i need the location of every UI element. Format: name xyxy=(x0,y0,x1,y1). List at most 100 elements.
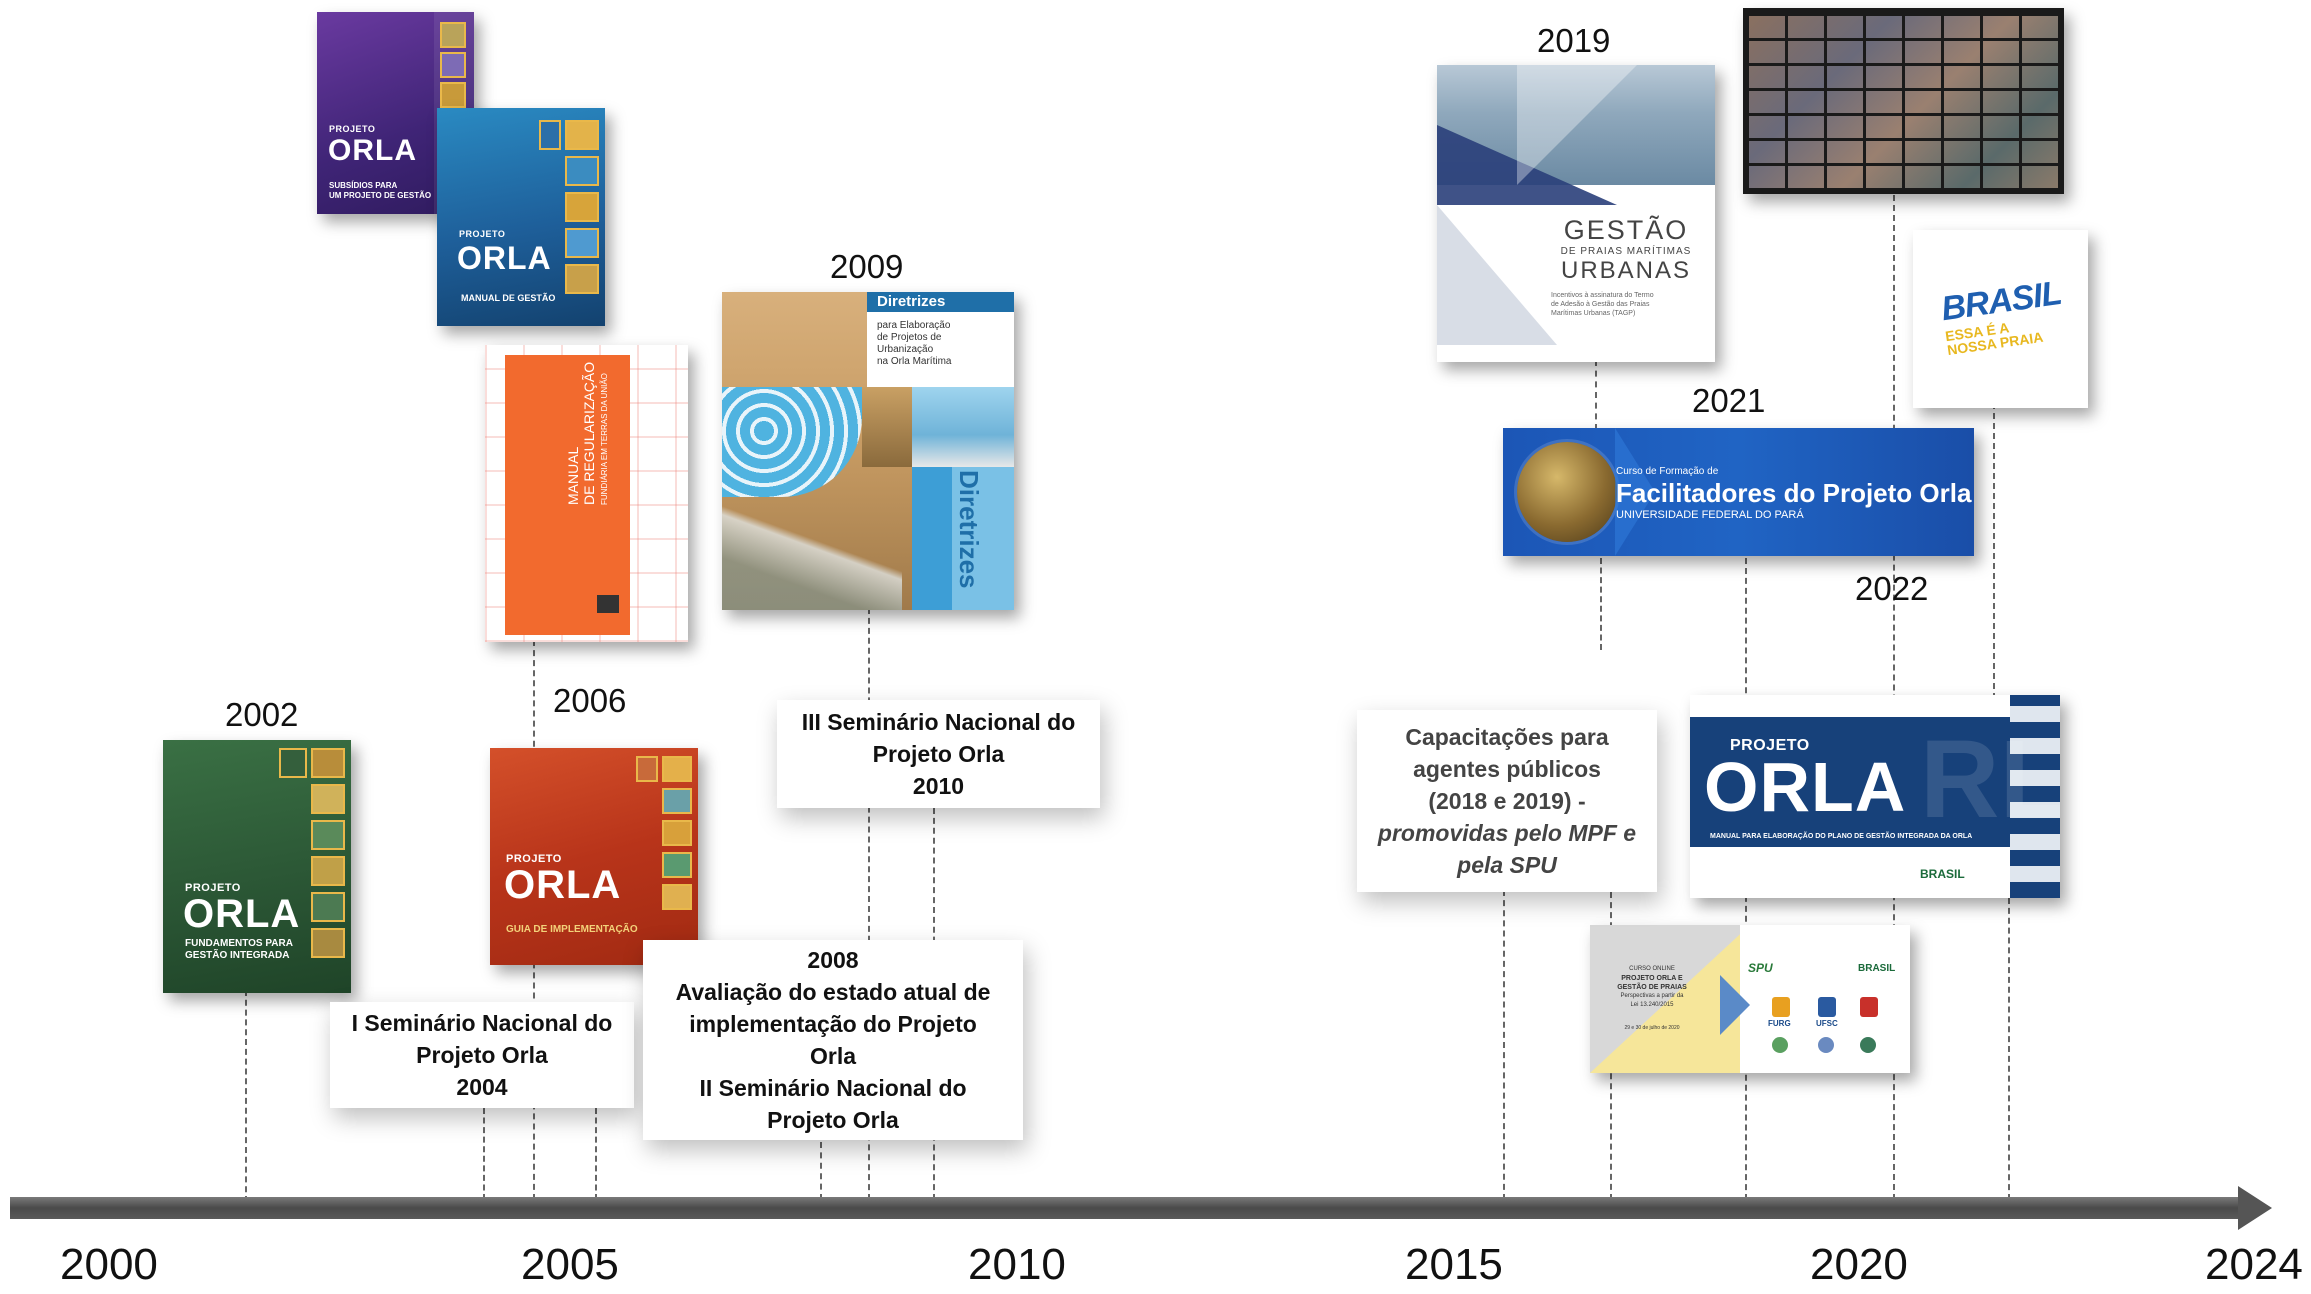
cover-diretrizes-sub3: Urbanização xyxy=(877,344,934,355)
event-2008-line3: implementação do Projeto xyxy=(689,1011,977,1037)
curso-online-flyer: CURSO ONLINE PROJETO ORLA E GESTÃO DE PR… xyxy=(1590,925,1910,1073)
facilitadores-small: Curso de Formação de xyxy=(1616,466,1719,477)
facilitadores-title: Facilitadores do Projeto Orla xyxy=(1616,478,1972,508)
capacitacoes-line1: Capacitações para xyxy=(1405,724,1609,750)
curso-ufsc: UFSC xyxy=(1816,1019,1838,1028)
event-2010-line3: 2010 xyxy=(912,773,965,799)
cover-subsidios-sub2: UM PROJETO DE GESTÃO xyxy=(329,191,432,200)
cover-gestao-note2: de Adesão à Gestão das Praias xyxy=(1551,301,1650,308)
cover-regularizacao-line3: FUNDIÁRIA EM TERRAS DA UNIÃO xyxy=(600,373,609,505)
event-2008-line6: Projeto Orla xyxy=(767,1107,899,1133)
event-2010-box: III Seminário Nacional do Projeto Orla 2… xyxy=(777,700,1100,808)
curso-furg: FURG xyxy=(1768,1019,1791,1028)
cover-regularizacao-title: MANUAL DE REGULARIZAÇÃO FUNDIÁRIA EM TER… xyxy=(565,362,613,505)
year-label-2006: 2006 xyxy=(553,682,627,719)
event-2008-line2: Avaliação do estado atual de xyxy=(675,979,991,1005)
connector-2009 xyxy=(868,608,870,1200)
axis-label-2000: 2000 xyxy=(60,1240,158,1289)
globe-icon xyxy=(1517,442,1617,542)
event-2008-line4: Orla xyxy=(809,1043,857,1069)
curso-line1: CURSO ONLINE xyxy=(1629,966,1675,972)
facilitadores-banner: Curso de Formação de Facilitadores do Pr… xyxy=(1503,428,1974,556)
event-2004-line2: Projeto Orla xyxy=(416,1042,548,1068)
event-2004-box: I Seminário Nacional do Projeto Orla 200… xyxy=(330,1002,634,1108)
connector-2019b xyxy=(1600,558,1602,650)
event-2010-line2: Projeto Orla xyxy=(872,741,1005,767)
timeline-arrow-head xyxy=(2238,1186,2272,1230)
video-conference-screenshot xyxy=(1743,8,2064,194)
year-label-2022: 2022 xyxy=(1855,570,1929,607)
cover-manual-title: ORLA xyxy=(457,240,552,276)
cover-regularizacao-line2: DE REGULARIZAÇÃO xyxy=(581,361,597,505)
event-2004-line1: I Seminário Nacional do xyxy=(351,1010,613,1036)
cover-fundamentos: PROJETO ORLA FUNDAMENTOS PARA GESTÃO INT… xyxy=(163,740,351,993)
event-2008-line5: II Seminário Nacional do xyxy=(699,1075,967,1101)
cover-subsidios-title: ORLA xyxy=(328,134,417,167)
cover-guia-small: PROJETO xyxy=(506,853,562,865)
timeline-axis xyxy=(10,1197,2246,1219)
cover-diretrizes-sub2: de Projetos de xyxy=(877,332,942,343)
connector-2006 xyxy=(595,1108,597,1200)
cover-regularizacao: MANUAL DE REGULARIZAÇÃO FUNDIÁRIA EM TER… xyxy=(485,345,688,642)
cover-orla-2022-sub: MANUAL PARA ELABORAÇÃO DO PLANO DE GESTÃ… xyxy=(1710,833,1973,840)
cover-diretrizes-vertical: Diretrizes xyxy=(954,470,984,589)
cover-guia: PROJETO ORLA GUIA DE IMPLEMENTAÇÃO xyxy=(490,748,698,965)
cover-diretrizes-sub1: para Elaboração xyxy=(877,320,951,331)
cover-fundamentos-sub2: GESTÃO INTEGRADA xyxy=(185,950,290,961)
year-label-2002: 2002 xyxy=(225,696,299,733)
capacitacoes-line3: (2018 e 2019) - xyxy=(1428,788,1586,814)
year-label-2019: 2019 xyxy=(1537,22,1611,59)
connector-2018 xyxy=(1503,890,1505,1200)
cover-subsidios-sub1: SUBSÍDIOS PARA xyxy=(329,181,398,190)
axis-label-2015: 2015 xyxy=(1405,1240,1503,1289)
curso-brasil: BRASIL xyxy=(1858,963,1896,974)
cover-gestao-line3: URBANAS xyxy=(1560,257,1692,284)
cover-gestao-line2: DE PRAIAS MARÍTIMAS xyxy=(1560,246,1692,257)
brasil-praia-logo: BRASIL ESSA É A NOSSA PRAIA xyxy=(1913,230,2088,408)
curso-line2: PROJETO ORLA E xyxy=(1621,975,1683,982)
cover-regularizacao-line1: MANUAL xyxy=(565,446,581,505)
curso-date: 29 e 30 de julho de 2020 xyxy=(1624,1025,1680,1031)
cover-orla-2022-title: ORLA xyxy=(1704,748,1907,826)
cover-diretrizes: Diretrizes para Elaboração de Projetos d… xyxy=(722,292,1014,610)
capacitacoes-line2: agentes públicos xyxy=(1413,756,1601,782)
connector-2008 xyxy=(820,1142,822,1200)
cover-subsidios-small: PROJETO xyxy=(329,124,376,134)
capacitacoes-line5: pela SPU xyxy=(1457,852,1557,878)
curso-line3: GESTÃO DE PRAIAS xyxy=(1617,984,1687,991)
cover-gestao-note3: Marítimas Urbanas (TAGP) xyxy=(1551,310,1636,317)
facilitadores-sub: UNIVERSIDADE FEDERAL DO PARÁ xyxy=(1616,509,1804,521)
capacitacoes-line4: promovidas pelo MPF e xyxy=(1377,820,1637,846)
cover-orla-2022-small: PROJETO xyxy=(1730,737,1810,754)
curso-line5: Lei 13.240/2015 xyxy=(1630,1002,1674,1008)
cover-gestao-line1: GESTÃO xyxy=(1563,215,1689,245)
connector-2022b xyxy=(2008,898,2010,1200)
cover-guia-title: ORLA xyxy=(504,863,622,907)
curso-spu: SPU xyxy=(1748,961,1773,975)
connector-2002 xyxy=(245,990,247,1202)
cover-gestao-note1: Incentivos à assinatura do Termo xyxy=(1551,292,1654,299)
cover-gestao-praias: GESTÃO DE PRAIAS MARÍTIMAS URBANAS Incen… xyxy=(1437,65,1715,362)
event-2008-box: 2008 Avaliação do estado atual de implem… xyxy=(643,940,1023,1140)
cover-guia-sub: GUIA DE IMPLEMENTAÇÃO xyxy=(506,924,638,935)
connector-2004 xyxy=(483,1108,485,1200)
cover-manual-sub: MANUAL DE GESTÃO xyxy=(461,293,556,303)
axis-label-2020: 2020 xyxy=(1810,1240,1908,1289)
curso-furg-logo xyxy=(1772,997,1790,1017)
curso-ufsc-logo xyxy=(1818,997,1836,1017)
cover-diretrizes-sub4: na Orla Marítima xyxy=(877,356,952,367)
event-2010-line1: III Seminário Nacional do xyxy=(801,709,1076,735)
cover-fundamentos-small: PROJETO xyxy=(185,882,241,894)
cover-diretrizes-title: Diretrizes xyxy=(867,292,1014,312)
cover-manual-gestao: PROJETO ORLA MANUAL DE GESTÃO xyxy=(437,108,605,326)
cover-fundamentos-sub1: FUNDAMENTOS PARA xyxy=(185,938,293,949)
curso-line4: Perspectivas a partir da xyxy=(1620,993,1684,999)
cover-orla-2022-brand: BRASIL xyxy=(1920,867,1965,881)
axis-label-2005: 2005 xyxy=(521,1240,619,1289)
event-2004-line3: 2004 xyxy=(456,1074,508,1100)
cover-fundamentos-title: ORLA xyxy=(183,892,301,936)
connector-2022 xyxy=(1993,403,1995,699)
axis-label-2024: 2024 xyxy=(2205,1240,2303,1289)
event-2008-line1: 2008 xyxy=(807,947,859,973)
connector-2019 xyxy=(1595,360,1597,430)
